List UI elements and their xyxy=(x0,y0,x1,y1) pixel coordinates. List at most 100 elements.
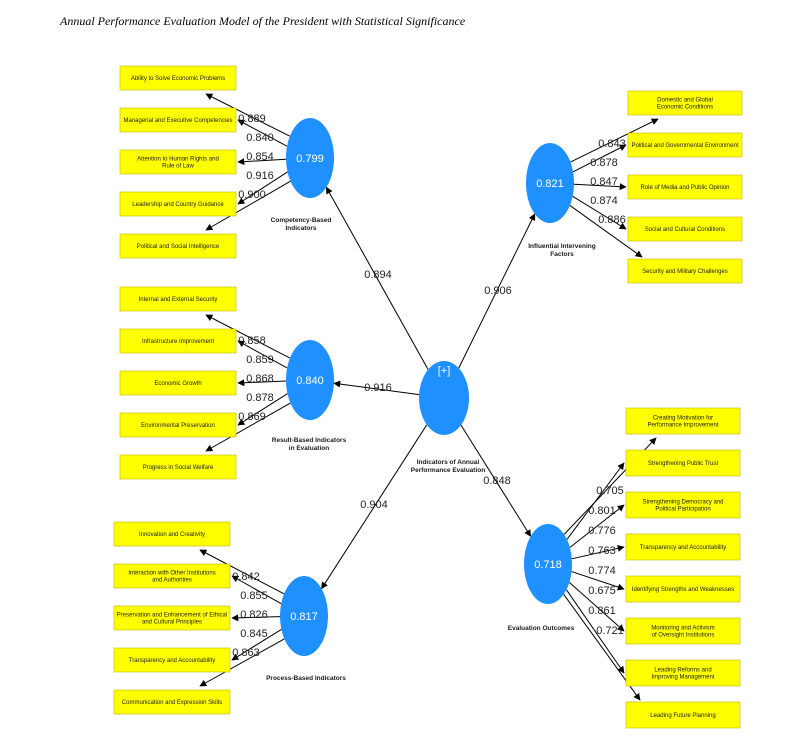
indicator-box-process xyxy=(113,563,231,589)
indicator-box-outcomes xyxy=(625,701,741,729)
loading-value-competency: 0.854 xyxy=(246,151,274,163)
indicator-box-outcomes xyxy=(625,449,741,477)
loading-value-influential: 0.874 xyxy=(590,195,618,207)
loading-edge-result xyxy=(237,379,287,387)
indicator-label-influential: Role of Media and Public Opinion xyxy=(640,185,729,191)
loading-value-result: 0.859 xyxy=(246,354,274,366)
loading-edge-influential xyxy=(572,195,627,230)
indicator-box-outcomes xyxy=(625,533,741,561)
loading-value-influential: 0.878 xyxy=(590,157,618,169)
path-coefficient-process: 0.904 xyxy=(360,499,388,511)
loading-value-competency: 0.840 xyxy=(246,132,274,144)
loading-edge-outcomes xyxy=(571,571,625,591)
indicator-box-result xyxy=(119,412,237,438)
indicator-label-result: Economic Growth xyxy=(154,381,201,387)
indicator-label-outcomes: Transparency and Accountability xyxy=(640,545,727,551)
path-edge-process xyxy=(321,424,428,590)
loading-value-influential: 0.886 xyxy=(598,214,626,226)
construct-r2-process: 0.817 xyxy=(290,611,318,623)
path-coefficient-competency: 0.894 xyxy=(364,269,392,281)
indicator-label-result: Progress in Social Welfare xyxy=(143,465,214,471)
indicator-label-influential: Security and Military Challenges xyxy=(642,269,728,275)
indicator-box-influential xyxy=(627,90,743,116)
loading-value-competency: 0.889 xyxy=(238,113,266,125)
indicator-label-result: Internal and External Security xyxy=(139,297,218,303)
loading-value-outcomes: 0.774 xyxy=(588,565,616,577)
loading-edge-competency xyxy=(237,171,288,205)
loading-edge-result xyxy=(205,402,291,452)
loading-edge-result xyxy=(237,393,288,426)
indicator-box-result xyxy=(119,454,237,480)
loading-edge-influential xyxy=(570,118,659,163)
loading-edge-process xyxy=(199,549,285,595)
indicator-box-influential xyxy=(627,258,743,284)
path-coefficient-outcomes: 0.848 xyxy=(483,475,511,487)
loading-value-competency: 0.900 xyxy=(238,189,266,201)
indicator-box-competency xyxy=(119,149,237,175)
indicator-box-influential xyxy=(627,174,743,200)
loading-edge-outcomes xyxy=(566,462,625,540)
loading-value-result: 0.868 xyxy=(246,373,274,385)
central-construct-symbol: [+] xyxy=(438,365,451,377)
construct-node-influential xyxy=(526,143,574,223)
indicator-label-competency: Ability to Solve Economic Problems xyxy=(131,76,225,82)
indicator-label-influential: Political and Governmental Environment xyxy=(631,143,738,149)
indicator-box-influential xyxy=(627,132,743,158)
loading-value-influential: 0.847 xyxy=(590,176,618,188)
indicator-label-result: Infrastructure Improvement xyxy=(142,339,214,345)
loading-value-competency: 0.916 xyxy=(246,170,274,182)
construct-node-competency xyxy=(286,118,334,198)
loading-edge-competency xyxy=(205,93,291,137)
loading-value-result: 0.858 xyxy=(238,335,266,347)
path-edge-influential xyxy=(458,213,536,369)
loading-value-result: 0.869 xyxy=(238,411,266,423)
indicator-box-outcomes xyxy=(625,491,741,519)
indicator-box-process xyxy=(113,521,231,547)
indicator-box-result xyxy=(119,328,237,354)
loading-edge-outcomes xyxy=(571,544,625,560)
indicator-label-competency: Leadership and Country Guidance xyxy=(132,202,224,208)
path-edge-outcomes xyxy=(460,424,532,537)
indicator-box-result xyxy=(119,370,237,396)
indicator-label-process: Transparency and Accountability xyxy=(129,658,216,664)
loading-value-outcomes: 0.801 xyxy=(588,505,616,517)
loading-value-outcomes: 0.721 xyxy=(596,625,624,637)
loading-edge-outcomes xyxy=(569,504,625,548)
indicator-label-result: Environmental Preservation xyxy=(141,423,215,429)
indicator-box-influential xyxy=(627,216,743,242)
central-construct-node xyxy=(419,361,469,435)
loading-value-outcomes: 0.675 xyxy=(588,585,616,597)
construct-label-outcomes: Evaluation Outcomes xyxy=(508,625,575,632)
construct-node-process xyxy=(280,576,328,656)
loading-edge-result xyxy=(237,340,288,369)
indicator-box-competency xyxy=(119,107,237,133)
loading-edge-process xyxy=(199,638,285,687)
path-coefficient-influential: 0.906 xyxy=(484,285,512,297)
loading-edge-competency xyxy=(205,180,291,231)
indicator-label-competency: Managerial and Executive Competencies xyxy=(123,118,232,124)
loading-value-outcomes: 0.861 xyxy=(588,605,616,617)
loading-edge-competency xyxy=(237,158,287,166)
construct-node-outcomes xyxy=(524,524,572,604)
loading-edge-influential xyxy=(572,144,627,173)
loading-value-outcomes: 0.776 xyxy=(588,525,616,537)
loading-value-outcomes: 0.763 xyxy=(588,545,616,557)
loading-edge-process xyxy=(231,575,282,605)
indicator-label-outcomes: Leading Future Planning xyxy=(650,713,715,719)
loading-value-influential: 0.843 xyxy=(598,138,626,150)
indicator-box-competency xyxy=(119,233,237,259)
loading-edge-result xyxy=(205,314,291,359)
loading-edge-process xyxy=(231,614,281,622)
loading-value-process: 0.842 xyxy=(232,571,260,583)
loading-value-process: 0.863 xyxy=(232,647,260,659)
indicator-box-process xyxy=(113,647,231,673)
loading-value-outcomes: 0.705 xyxy=(596,485,624,497)
